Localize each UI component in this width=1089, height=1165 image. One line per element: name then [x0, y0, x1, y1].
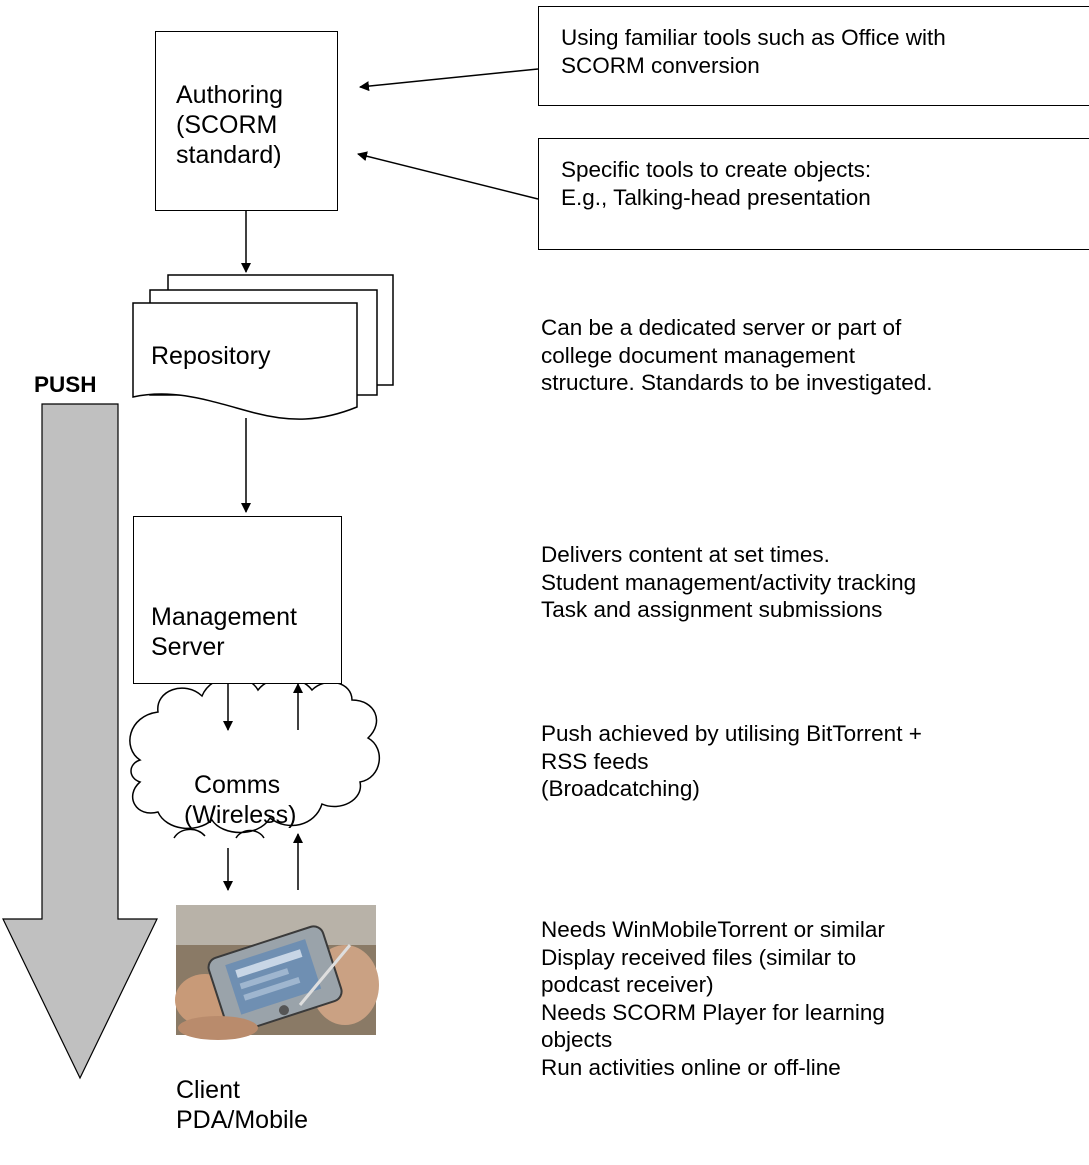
repository-label: Repository [151, 342, 271, 370]
familiar-tools-box [538, 6, 1089, 106]
pda-photo-icon [175, 905, 379, 1040]
familiar-tools-note: Using familiar tools such as Office with… [561, 25, 946, 78]
cloud-fragment [173, 828, 265, 839]
comms-note: Push achieved by utilising BitTorrent +R… [541, 721, 922, 801]
comms-label: Comms(Wireless) [184, 771, 297, 829]
arrow-specific-to-authoring [357, 151, 539, 200]
cloud-icon [129, 676, 381, 834]
authoring-box [155, 31, 338, 211]
arrow-familiar-to-authoring [359, 68, 539, 92]
management-server-box [133, 516, 342, 684]
repository-document-stack [132, 274, 394, 420]
specific-tools-note: Specific tools to create objects:E.g., T… [561, 157, 872, 210]
push-arrow [2, 403, 158, 1080]
management-note: Delivers content at set times.Student ma… [541, 542, 917, 622]
specific-tools-box [538, 138, 1089, 250]
diagram-canvas [2, 68, 539, 1080]
push-label: PUSH [34, 372, 97, 397]
